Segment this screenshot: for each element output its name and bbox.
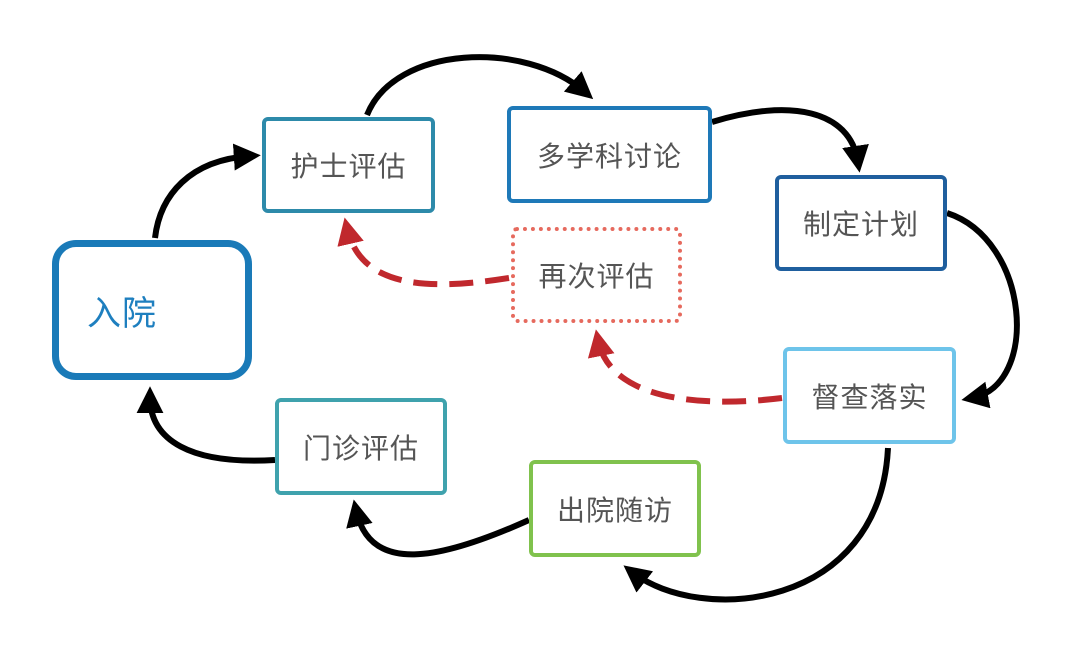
discharge-followup-node: 出院随访 [529,460,701,557]
arrow-admission-to-nurse [152,143,261,239]
clinic-assessment-label: 门诊评估 [302,431,419,465]
make-plan-node: 制定计划 [775,175,947,271]
reassessment-label: 再次评估 [538,260,655,293]
admission-label: 入院 [87,293,157,334]
supervise-label: 督查落实 [811,380,928,414]
arrow-clinic-to-admission [136,386,276,464]
nurse-assessment-label: 护士评估 [290,150,407,183]
arrow-supervise-to-discharge [623,447,891,603]
mdt-discussion-node: 多学科讨论 [507,106,712,203]
mdt-discussion-label: 多学科讨论 [536,139,682,173]
clinic-assessment-node: 门诊评估 [275,398,447,495]
arrow-plan-to-supervise [946,210,1020,409]
admission-node: 入院 [52,240,252,380]
reassessment-node: 再次评估 [511,227,682,323]
supervise-node: 督查落实 [783,347,956,444]
feedback-arrow-supervise-to-reassessment [587,329,783,405]
arrow-discharge-to-clinic [346,499,531,558]
feedback-arrow-reassessment-to-nurse [337,217,510,288]
arrow-mdt-to-plan [711,107,869,173]
arrow-nurse-to-mdt [364,54,594,117]
discharge-followup-label: 出院随访 [556,493,673,527]
nurse-assessment-node: 护士评估 [262,117,435,213]
make-plan-label: 制定计划 [802,208,919,241]
